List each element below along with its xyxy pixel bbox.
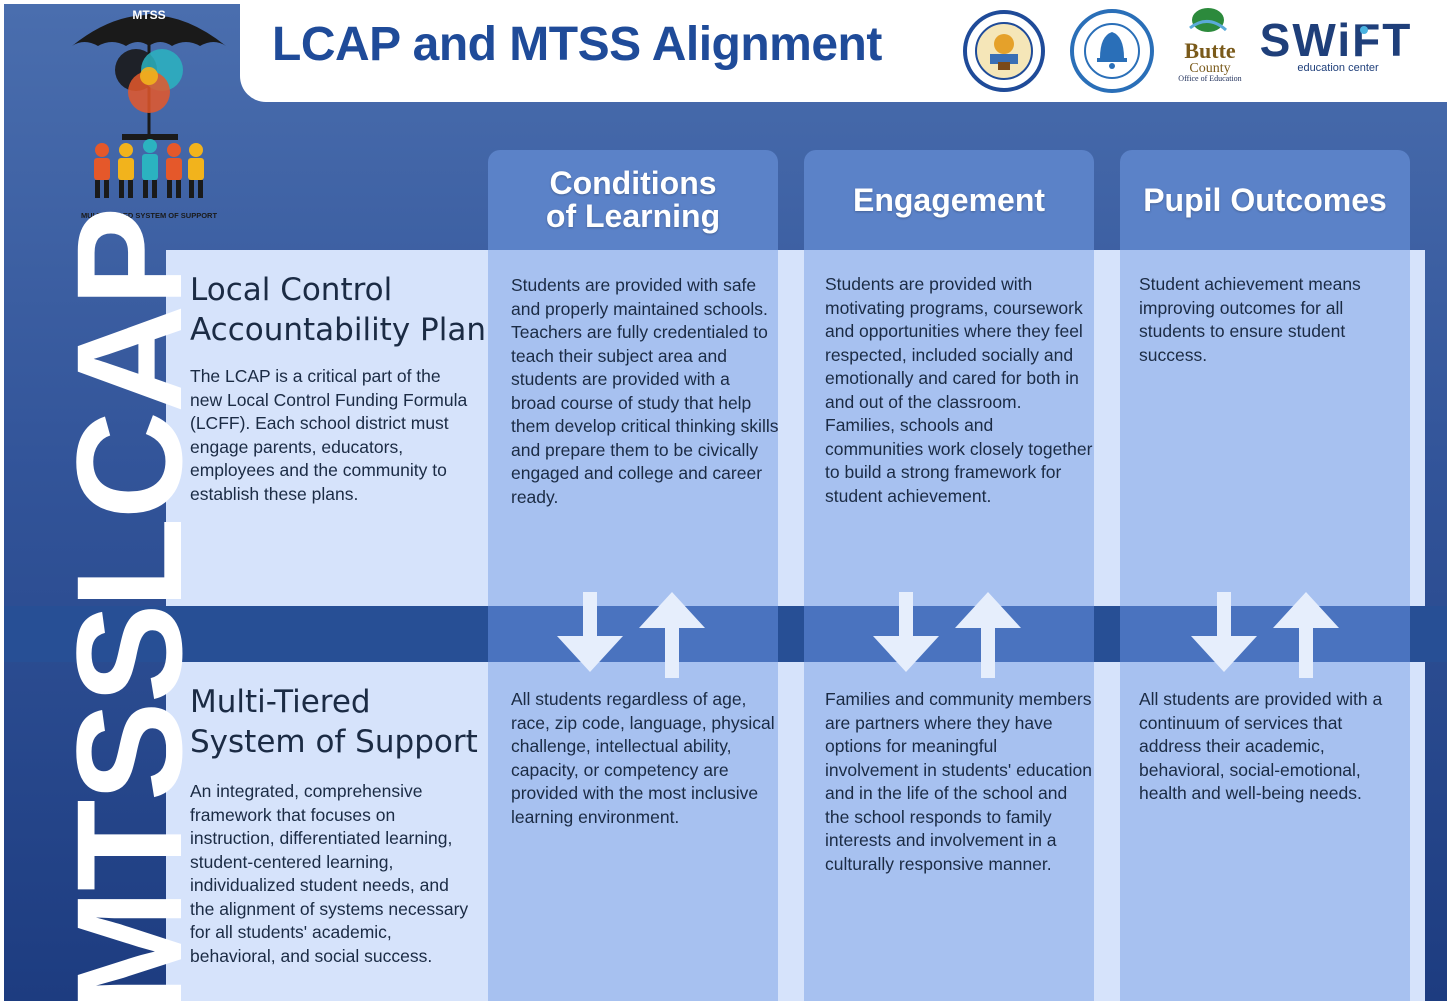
column-bg-outcomes bbox=[1120, 250, 1410, 606]
svg-text:County: County bbox=[1189, 61, 1230, 76]
up-down-arrows-icon bbox=[1191, 592, 1339, 678]
lcap-title-line2: Accountability Plan bbox=[190, 312, 486, 348]
page-title: LCAP and MTSS Alignment bbox=[272, 18, 882, 71]
mtss-title-line1: Multi-Tiered bbox=[190, 684, 371, 720]
column-header-label: Pupil Outcomes bbox=[1143, 181, 1387, 218]
title-bar bbox=[240, 4, 1447, 102]
column-bg-conditions-mtss bbox=[488, 662, 778, 1001]
lcap-conditions-cell: Students are provided with safe and prop… bbox=[511, 275, 779, 507]
orange-county-department-of-education-seal bbox=[1070, 9, 1154, 93]
column-bg-outcomes-mtss bbox=[1120, 662, 1410, 1001]
mtss-side-label: MTSS bbox=[45, 605, 213, 1001]
column-header-label: Engagement bbox=[852, 181, 1046, 218]
lcap-outcomes-cell: Student achievement means improving outc… bbox=[1139, 274, 1361, 365]
mtss-logo-caption: MULTI-TIERED SYSTEM OF SUPPORT bbox=[81, 211, 218, 220]
lcap-title-line1: Local Control bbox=[190, 272, 393, 308]
mtss-title-line2: System of Support bbox=[190, 724, 478, 760]
svg-text:SWiFT: SWiFT bbox=[1260, 16, 1413, 66]
lcap-engagement-cell: Students are provided with motivating pr… bbox=[825, 274, 1093, 506]
column-header-pupil-outcomes: Pupil Outcomes bbox=[1120, 150, 1410, 250]
up-down-arrows-icon bbox=[873, 592, 1021, 678]
column-bg-engagement-mtss bbox=[804, 662, 1094, 1001]
lcap-description: The LCAP is a critical part of the new L… bbox=[190, 366, 468, 504]
mtss-outcomes-cell: All students are provided with a continu… bbox=[1139, 689, 1383, 803]
column-bg-engagement bbox=[804, 250, 1094, 606]
mtss-description: An integrated, comprehensive framework t… bbox=[190, 781, 469, 966]
lcap-row-title: Local Control Accountability Plan bbox=[190, 270, 486, 350]
up-down-arrows-icon bbox=[557, 592, 705, 678]
column-header-line1: Conditions bbox=[549, 165, 717, 201]
mtss-engagement-cell: Families and community members are partn… bbox=[825, 689, 1092, 874]
butte-county-office-of-education-logo: Butte County Office of Education bbox=[1178, 8, 1242, 83]
mtss-umbrella-logo: MTSS MULTI-TIERED SYSTEM OF SUPPORT bbox=[72, 8, 226, 220]
svg-text:education center: education center bbox=[1297, 62, 1379, 74]
column-header-engagement: Engagement bbox=[804, 150, 1094, 250]
svg-text:Office of Education: Office of Education bbox=[1178, 74, 1241, 83]
infographic: MTSS MULTI-TIERED SYSTEM OF SUPPORT LCAP… bbox=[4, 4, 1447, 1001]
band-col-outcomes bbox=[1120, 606, 1410, 662]
band-col-engagement bbox=[804, 606, 1094, 662]
column-bg-conditions bbox=[488, 250, 778, 606]
mtss-conditions-cell: All students regardless of age, race, zi… bbox=[511, 689, 775, 827]
svg-text:Butte: Butte bbox=[1184, 38, 1236, 63]
lcap-side-label: LCAP bbox=[45, 208, 213, 609]
band-col-conditions bbox=[488, 606, 778, 662]
mtss-row-title: Multi-Tiered System of Support bbox=[190, 682, 478, 762]
swift-education-center-logo: SWiFT education center bbox=[1260, 16, 1413, 74]
california-department-of-education-seal bbox=[963, 10, 1045, 92]
column-header-line2: of Learning bbox=[545, 198, 721, 234]
mtss-umbrella-label: MTSS bbox=[132, 8, 165, 22]
